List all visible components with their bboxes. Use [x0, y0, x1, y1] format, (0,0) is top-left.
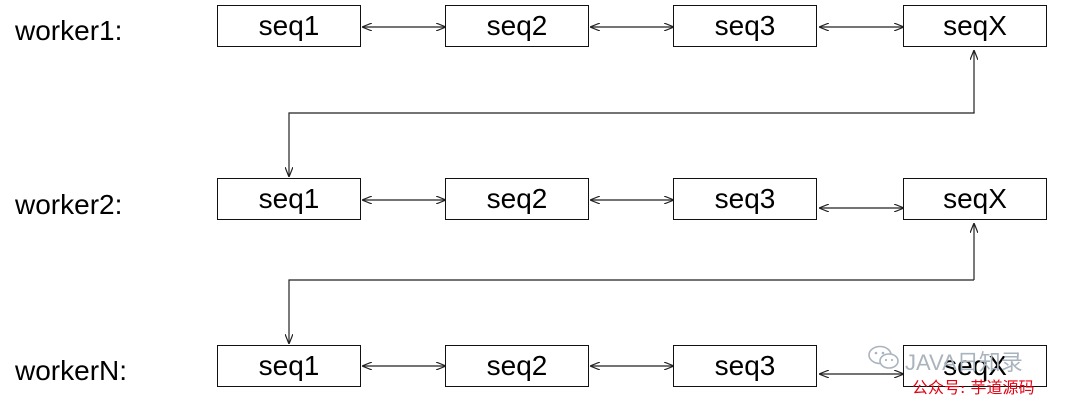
- row1-seq1-box: seq1: [217, 5, 361, 47]
- row2-seqx-box: seqX: [903, 178, 1047, 220]
- row1-seqx-box: seqX: [903, 5, 1047, 47]
- wechat-icon: [868, 345, 899, 369]
- row2-seq2-box: seq2: [445, 178, 589, 220]
- row3-seq1-box: seq1: [217, 345, 361, 387]
- row-label-worker2: worker2:: [15, 189, 123, 220]
- row3-seq2-box: seq2: [445, 345, 589, 387]
- row2-seq1-box: seq1: [217, 178, 361, 220]
- connector-r2-to-r3: [289, 279, 974, 343]
- row1-seq2-box: seq2: [445, 5, 589, 47]
- connector-r1-to-r2: [289, 112, 975, 176]
- watermark-brand: JAVA日知录: [905, 350, 1023, 375]
- row-label-worker1: worker1:: [15, 15, 123, 46]
- row3-seq3-box: seq3: [673, 345, 817, 387]
- row3-seqx-box: seqX: [903, 345, 1047, 387]
- row-label-workern: workerN:: [15, 355, 128, 386]
- row1-seq3-box: seq3: [673, 5, 817, 47]
- watermark-subtitle: 公众号: 芋道源码: [912, 378, 1035, 397]
- row2-seq3-box: seq3: [673, 178, 817, 220]
